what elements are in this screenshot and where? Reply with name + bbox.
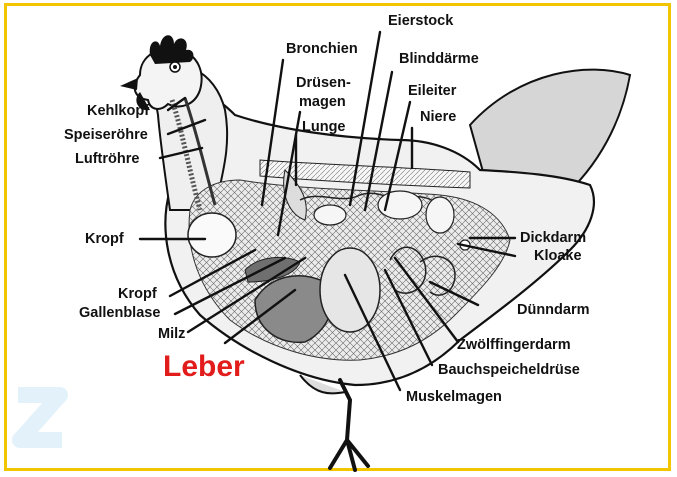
label-druesen: Drüsen- bbox=[296, 76, 351, 91]
label-dickdarm: Dickdarm bbox=[520, 231, 586, 246]
label-lunge: Lunge bbox=[302, 120, 346, 135]
label-gallenblase: Gallenblase bbox=[79, 306, 160, 321]
crop bbox=[188, 213, 236, 257]
comb bbox=[150, 35, 194, 64]
watermark-shape bbox=[18, 395, 62, 440]
label-bauchspeicheldruese: Bauchspeicheldrüse bbox=[438, 363, 580, 378]
label-muskelmagen: Muskelmagen bbox=[406, 390, 502, 405]
label-luftroehre: Luftröhre bbox=[75, 152, 139, 167]
label-duenndarm: Dünndarm bbox=[517, 303, 590, 318]
label-kropf-lower: Kropf bbox=[118, 287, 157, 302]
label-kloake: Kloake bbox=[534, 249, 582, 264]
beak bbox=[120, 78, 138, 90]
label-kropf-left: Kropf bbox=[85, 232, 124, 247]
gizzard bbox=[320, 248, 380, 332]
label-kehlkopf: Kehlkopf bbox=[87, 104, 149, 119]
label-speiseroehre: Speiseröhre bbox=[64, 128, 148, 143]
label-bronchien: Bronchien bbox=[286, 42, 358, 57]
label-niere: Niere bbox=[420, 110, 456, 125]
label-zwoelffingerdarm: Zwölffingerdarm bbox=[457, 338, 571, 353]
label-milz: Milz bbox=[158, 327, 185, 342]
label-leber: Leber bbox=[163, 352, 245, 382]
label-magen: magen bbox=[299, 95, 346, 110]
label-eileiter: Eileiter bbox=[408, 84, 456, 99]
label-blinddaerme: Blinddärme bbox=[399, 52, 479, 67]
label-eierstock: Eierstock bbox=[388, 14, 453, 29]
